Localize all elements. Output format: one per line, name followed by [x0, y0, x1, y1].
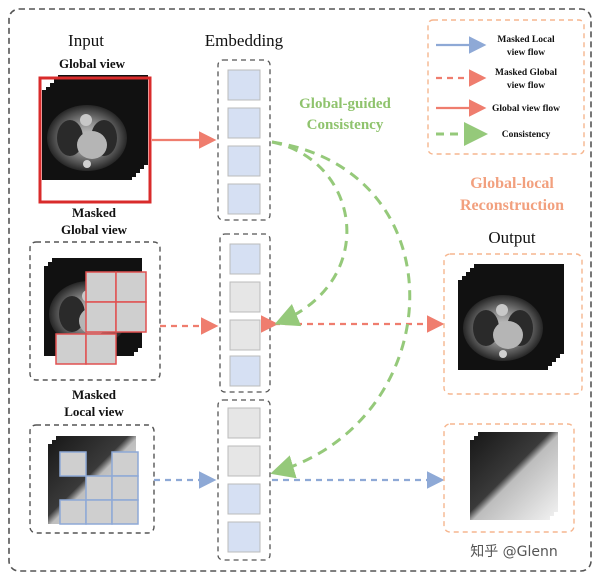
output-global-image [458, 264, 564, 370]
embedding-token [227, 407, 261, 439]
embedding-token [229, 281, 261, 313]
legend-label-2a: Masked Global [495, 68, 557, 78]
embedding-token [227, 483, 261, 515]
embedding-token [227, 69, 261, 101]
legend-label-4: Consistency [502, 130, 551, 140]
input-header: Input [68, 31, 104, 50]
legend-label-3: Global view flow [492, 104, 560, 114]
masked-global-label-1: Masked [72, 205, 117, 220]
masked-local-patches [59, 451, 139, 525]
masked-local-label-1: Masked [72, 387, 117, 402]
legend: Masked Local view flow Masked Global vie… [427, 19, 585, 155]
embedding-column-global [217, 59, 271, 221]
output-global-panel [443, 253, 583, 395]
embedding-token [227, 445, 261, 477]
output-header: Output [488, 228, 536, 247]
masked-local-image [48, 436, 139, 525]
global-guided-title-2: Consistency [307, 117, 384, 133]
legend-label-2b: view flow [507, 81, 545, 91]
embedding-header: Embedding [205, 31, 284, 50]
legend-label-1b: view flow [507, 48, 545, 58]
masked-global-panel [29, 241, 161, 381]
global-view-label: Global view [59, 56, 126, 71]
embedding-token [229, 319, 261, 351]
masked-global-patches [55, 271, 147, 365]
global-view-highlight [38, 76, 152, 204]
global-local-title-2: Reconstruction [460, 197, 564, 214]
watermark-text: 知乎 @Glenn [470, 543, 558, 560]
consistency-curve-masked-local [270, 140, 412, 479]
global-view-image [38, 75, 152, 204]
embedding-token [227, 183, 261, 215]
masked-global-label-2: Global view [61, 222, 128, 237]
global-guided-title-1: Global-guided [299, 96, 391, 112]
embedding-token [227, 145, 261, 177]
masked-local-label-2: Local view [64, 404, 124, 419]
masked-global-image [44, 258, 147, 365]
masked-local-panel [29, 424, 155, 534]
outer-frame [8, 8, 592, 572]
global-local-title-1: Global-local [470, 175, 554, 192]
embedding-column-masked-global [219, 233, 271, 393]
embedding-token [229, 355, 261, 387]
embedding-token [227, 107, 261, 139]
embedding-column-masked-local [217, 399, 271, 561]
output-local-panel [443, 423, 575, 533]
embedding-token [227, 521, 261, 553]
output-local-image [470, 432, 558, 520]
legend-label-1a: Masked Local [497, 35, 555, 45]
embedding-token [229, 243, 261, 275]
consistency-curve-masked-global [271, 140, 349, 327]
